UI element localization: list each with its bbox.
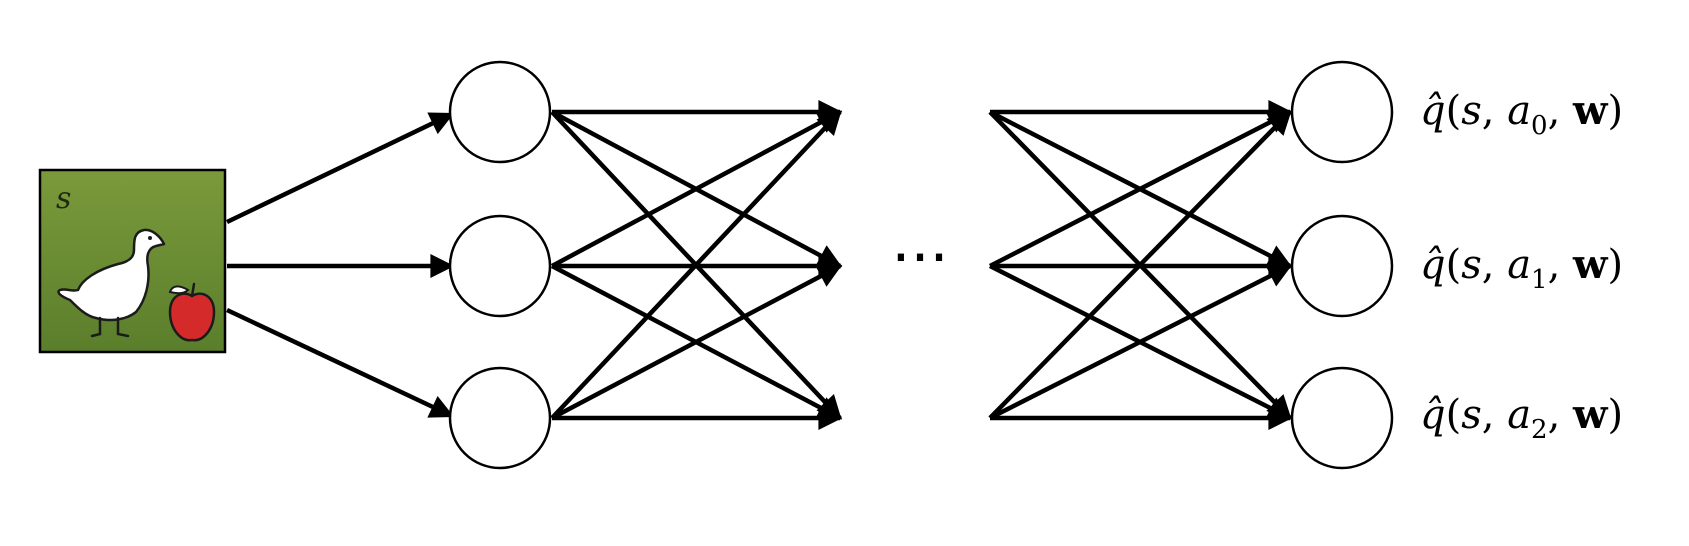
- output-node-2: [1290, 366, 1394, 470]
- hidden-node-1-2: [448, 366, 552, 470]
- ellipsis: ···: [891, 223, 948, 293]
- output-labels: q̂(s, a0, w) q̂(s, a1, w) q̂(s, a2, w): [1420, 87, 1623, 445]
- output-layer: [1290, 60, 1394, 470]
- hidden-node-1-1: [448, 214, 552, 318]
- edge-input-to-h1-2: [226, 307, 455, 419]
- edge-h1-to-next-2-0: [550, 110, 842, 420]
- output-node-0: [1290, 60, 1394, 164]
- edge-h1-to-next-1-0: [550, 110, 843, 268]
- input-edges: [226, 111, 455, 419]
- output-label-2: q̂(s, a2, w): [1420, 391, 1623, 445]
- state-input-box: s: [38, 168, 227, 354]
- apple-icon: [168, 282, 216, 342]
- output-label-1: q̂(s, a1, w): [1420, 241, 1623, 295]
- edge-input-to-h1-0: [226, 111, 455, 225]
- hidden-edges-2: [988, 100, 1293, 430]
- hidden-node-1-0: [448, 60, 552, 164]
- edge-prev-to-out-2-1: [988, 263, 1293, 421]
- state-label: s: [56, 181, 71, 216]
- edge-prev-to-out-1-0: [988, 109, 1293, 269]
- output-label-0: q̂(s, a0, w): [1420, 87, 1623, 141]
- hidden-layer-1: [448, 60, 552, 470]
- edge-h1-to-next-2-1: [550, 264, 843, 420]
- edge-prev-to-out-2-0: [988, 110, 1292, 420]
- goose-icon: [57, 228, 166, 338]
- hidden-edges-1: [550, 100, 843, 430]
- output-node-1: [1290, 214, 1394, 318]
